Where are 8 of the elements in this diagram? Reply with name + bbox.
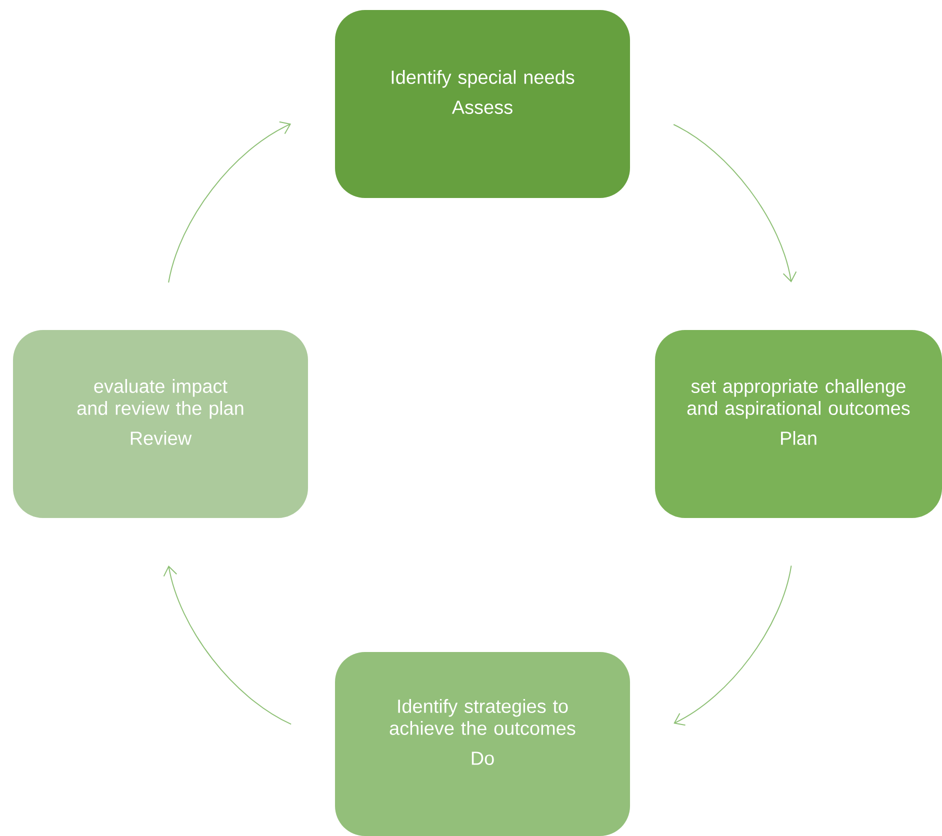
arrow [163,566,292,725]
arrow [673,124,797,282]
process-box: Identify strategies to achieve the outcomes Do [335,652,630,836]
process-box: evaluate impact and review the plan Review [13,330,308,518]
arrow [674,565,792,726]
process-box: Identify special needs Assess [335,10,630,198]
arrow [168,121,292,283]
process-box: set appropriate challenge and aspirational outcomes Plan [655,330,942,518]
